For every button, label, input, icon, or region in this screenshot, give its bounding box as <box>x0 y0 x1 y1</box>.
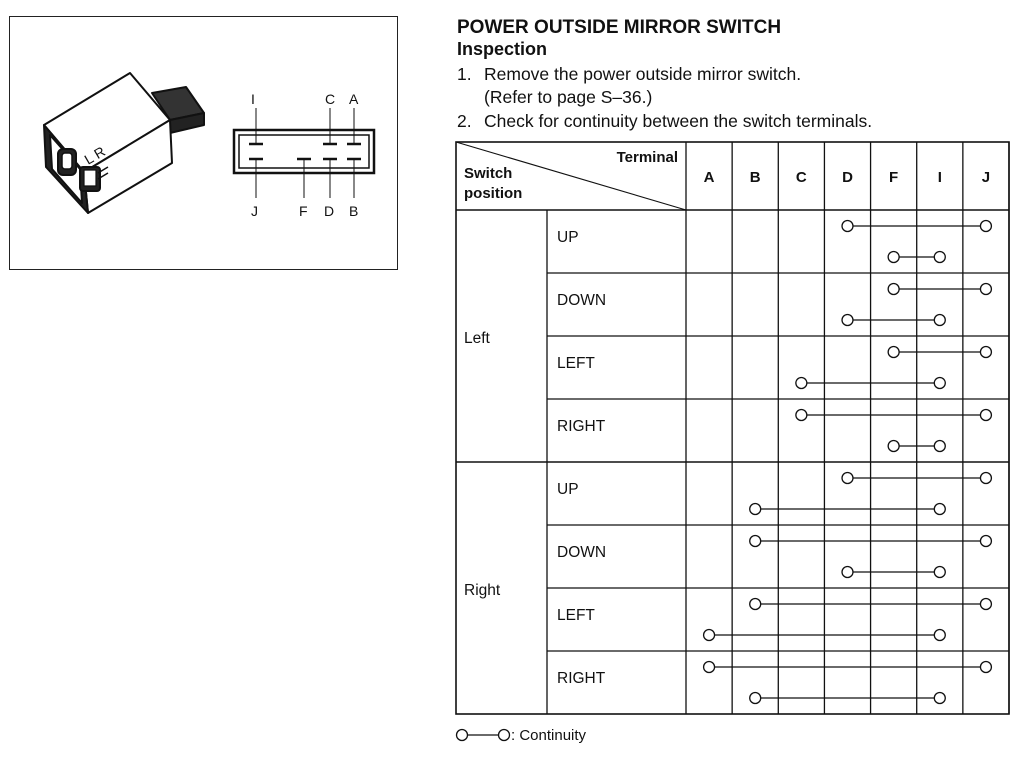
continuity-left-down-f-j <box>887 282 993 296</box>
terminal-j-node <box>979 534 993 548</box>
terminal-b-node <box>749 597 762 611</box>
continuity-symbol-icon <box>455 728 511 742</box>
row-label-right-left: LEFT <box>557 607 595 624</box>
connector-drawing <box>232 108 376 198</box>
continuity-legend-label: : Continuity <box>511 726 587 744</box>
terminal-a-node <box>702 628 716 642</box>
terminal-i-node <box>933 502 946 516</box>
page-title: POWER OUTSIDE MIRROR SWITCH <box>457 17 782 38</box>
terminal-j-node <box>979 345 993 359</box>
group-label-left: Left <box>464 330 491 347</box>
column-header-c: C <box>796 169 807 186</box>
step-2-text: Check for continuity between the switch … <box>484 111 873 131</box>
header-diagonal <box>455 141 687 211</box>
step-1: 1. Remove the power outside mirror switch… <box>457 64 801 85</box>
terminal-c-node <box>795 408 808 422</box>
header-switch-position-line2: position <box>464 185 522 202</box>
terminal-a-node <box>702 660 716 674</box>
pin-label-d: D <box>324 203 334 219</box>
continuity-right-up-b-i <box>749 502 946 516</box>
terminal-i-node <box>933 250 946 264</box>
terminal-f-node <box>887 345 900 359</box>
terminal-j-node <box>979 597 993 611</box>
row-label-left-left: LEFT <box>557 355 595 372</box>
row-label-left-down: DOWN <box>557 292 606 309</box>
terminal-b-node <box>749 691 762 705</box>
group-label-right: Right <box>464 582 501 599</box>
row-label-right-down: DOWN <box>557 544 606 561</box>
continuity-left-right-c-j <box>795 408 993 422</box>
pin-label-b: B <box>349 203 358 219</box>
terminal-i-node <box>933 628 946 642</box>
terminal-f-node <box>887 439 900 453</box>
continuity-left-up-f-i <box>887 250 946 264</box>
continuity-right-right-a-j <box>702 660 993 674</box>
switch-figure: L R I C A J F D B <box>9 16 398 270</box>
continuity-left-left-f-j <box>887 345 993 359</box>
step-1-reference-text: (Refer to page S–36.) <box>484 87 653 107</box>
step-1-number: 1. <box>457 64 472 84</box>
pin-label-i: I <box>251 91 255 107</box>
continuity-left-right-f-i <box>887 439 946 453</box>
pin-label-f: F <box>299 203 308 219</box>
terminal-d-node <box>841 565 854 579</box>
terminal-i-node <box>933 565 946 579</box>
terminal-i-node <box>933 376 946 390</box>
switch-body-drawing <box>43 72 205 214</box>
continuity-right-left-a-i <box>702 628 946 642</box>
column-header-j: J <box>982 169 990 186</box>
continuity-right-down-b-j <box>749 534 993 548</box>
terminal-b-node <box>749 502 762 516</box>
terminal-i-node <box>933 691 946 705</box>
step-2-number: 2. <box>457 111 472 131</box>
column-header-i: I <box>938 169 942 186</box>
column-header-f: F <box>889 169 898 186</box>
column-header-d: D <box>842 169 853 186</box>
terminal-j-node <box>979 282 993 296</box>
continuity-right-right-b-i <box>749 691 946 705</box>
continuity-right-down-d-i <box>841 565 946 579</box>
terminal-b-node <box>749 534 762 548</box>
column-header-a: A <box>704 169 715 186</box>
column-header-b: B <box>750 169 761 186</box>
row-label-left-up: UP <box>557 229 579 246</box>
continuity-left-down-d-i <box>841 313 946 327</box>
continuity-left-left-c-i <box>795 376 946 390</box>
pin-label-j: J <box>251 203 258 219</box>
continuity-legend: : Continuity <box>455 724 586 746</box>
terminal-d-node <box>841 471 854 485</box>
continuity-left-up-d-j <box>841 219 993 233</box>
step-2: 2. Check for continuity between the switc… <box>457 111 872 132</box>
terminal-d-node <box>841 219 854 233</box>
header-switch-position-line1: Switch <box>464 165 512 182</box>
terminal-i-node <box>933 313 946 327</box>
pin-label-a: A <box>349 91 359 107</box>
terminal-j-node <box>979 660 993 674</box>
terminal-j-node <box>979 471 993 485</box>
terminal-f-node <box>887 282 900 296</box>
continuity-right-left-b-j <box>749 597 993 611</box>
step-1-text: Remove the power outside mirror switch. <box>484 64 802 84</box>
section-subtitle: Inspection <box>457 39 548 59</box>
switch-illustration: L R I C A J F D B <box>43 72 376 219</box>
row-label-right-right: RIGHT <box>557 670 606 687</box>
row-label-right-up: UP <box>557 481 579 498</box>
header-terminal: Terminal <box>617 149 678 166</box>
continuity-right-up-d-j <box>841 471 993 485</box>
terminal-d-node <box>841 313 854 327</box>
terminal-j-node <box>979 219 993 233</box>
terminal-c-node <box>795 376 808 390</box>
step-1-reference: (Refer to page S–36.) <box>457 87 652 108</box>
row-label-left-right: RIGHT <box>557 418 606 435</box>
terminal-j-node <box>979 408 993 422</box>
terminal-f-node <box>887 250 900 264</box>
terminal-i-node <box>933 439 946 453</box>
pin-label-c: C <box>325 91 335 107</box>
